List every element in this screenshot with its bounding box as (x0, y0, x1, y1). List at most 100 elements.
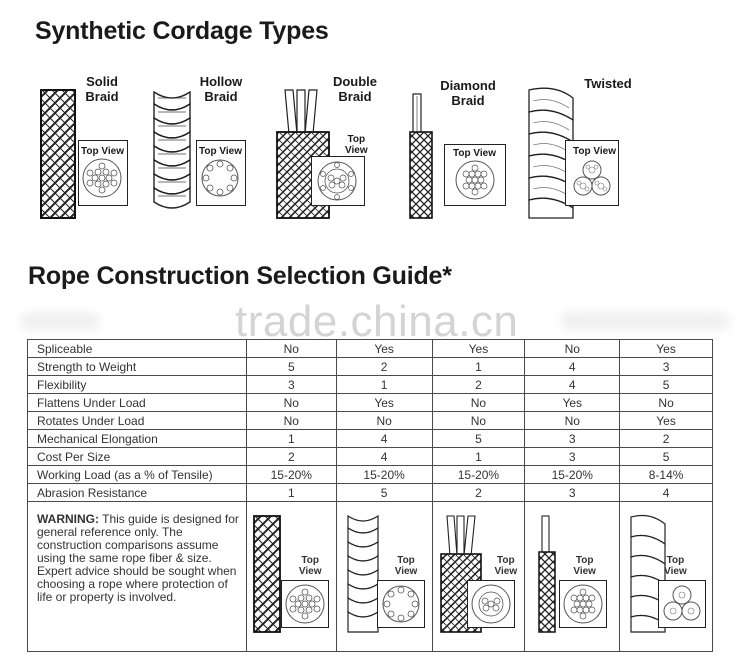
double-braid-cross-section-icon (317, 161, 357, 201)
table-cell: Yes (619, 339, 713, 358)
table-cell: 5 (619, 375, 713, 394)
warning-heading: WARNING: (37, 512, 99, 526)
diamond-braid-label: Diamond Braid (440, 78, 496, 108)
table-cell: 1 (431, 357, 526, 376)
twisted-figure: Twisted Top View (525, 72, 635, 222)
table-cell: Yes (431, 339, 526, 358)
row-label: Abrasion Resistance (27, 483, 247, 502)
hollow-braid-top-view-box: Top View (196, 140, 246, 206)
top-view-label: Top View (298, 555, 322, 577)
table-row: Working Load (as a % of Tensile)15-20%15… (27, 465, 713, 484)
diamond-braid-figure: Diamond Braid Top View (408, 72, 513, 222)
table-cell: 4 (524, 375, 621, 394)
diamond-braid-cross-section-icon (563, 584, 603, 624)
row-label: Spliceable (27, 339, 247, 358)
table-cell: No (431, 411, 526, 430)
table-cell: 5 (431, 429, 526, 448)
twisted-cross-section-icon (573, 160, 611, 196)
diamond-braid-rope-icon (538, 515, 557, 633)
table-cell: 2 (431, 375, 526, 394)
diamond-braid-illustration-cell: Top View (524, 501, 621, 652)
twisted-top-view-box (658, 580, 707, 628)
row-label: Rotates Under Load (27, 411, 247, 430)
table-cell: 2 (431, 483, 526, 502)
solid-braid-label: Solid Braid (85, 74, 119, 104)
table-cell: 1 (335, 375, 433, 394)
table-cell: 2 (335, 357, 433, 376)
table-cell: Yes (335, 339, 433, 358)
double-braid-figure: Double Braid Top View (275, 72, 385, 222)
table-cell: Yes (335, 393, 433, 412)
row-label: Mechanical Elongation (27, 429, 247, 448)
diamond-braid-top-view-box (559, 580, 608, 628)
table-cell: 15-20% (335, 465, 433, 484)
table-cell: 15-20% (431, 465, 526, 484)
watermark: trade.china.cn (235, 297, 519, 346)
table-cell: 2 (245, 447, 337, 466)
double-braid-top-view-box (311, 156, 365, 206)
hollow-braid-cross-section-icon (201, 159, 239, 197)
solid-braid-top-view-box: Top View (78, 140, 128, 206)
table-cell: 3 (619, 357, 713, 376)
table-cell: 3 (524, 429, 621, 448)
solid-braid-illustration-cell: Top View (245, 501, 337, 652)
table-cell: 3 (524, 483, 621, 502)
row-label: Strength to Weight (27, 357, 247, 376)
twisted-illustration-cell: Top View (619, 501, 713, 652)
table-cell: 3 (524, 447, 621, 466)
top-view-label: Top View (394, 555, 418, 577)
top-view-label: Top View (494, 555, 518, 577)
twisted-cross-section-icon (663, 585, 701, 621)
double-braid-cross-section-icon (471, 584, 511, 624)
cordage-types-title: Synthetic Cordage Types (35, 17, 329, 45)
diamond-braid-cross-section-icon (455, 160, 495, 200)
hollow-braid-illustration-cell: Top View (335, 501, 433, 652)
table-cell: 1 (245, 483, 337, 502)
table-cell: 3 (245, 375, 337, 394)
table-cell: 5 (245, 357, 337, 376)
table-cell: 5 (619, 447, 713, 466)
table-cell: No (619, 393, 713, 412)
diamond-braid-top-view-box: Top View (444, 144, 506, 206)
table-cell: No (524, 411, 621, 430)
hollow-braid-figure: Hollow Braid Top View (150, 72, 255, 222)
twisted-label: Twisted (584, 76, 632, 91)
table-cell: 4 (619, 483, 713, 502)
twisted-top-view-box: Top View (565, 140, 619, 206)
hollow-braid-rope-icon (347, 514, 379, 633)
solid-braid-cross-section-icon (82, 158, 122, 198)
table-cell: 5 (335, 483, 433, 502)
table-cell: Yes (619, 411, 713, 430)
table-cell: 15-20% (524, 465, 621, 484)
table-cell: 4 (524, 357, 621, 376)
diamond-braid-rope-icon (409, 93, 433, 219)
twisted-rope-icon (528, 87, 574, 219)
double-braid-top-view-label: Top View (345, 134, 368, 156)
hollow-braid-rope-icon (153, 90, 191, 209)
scan-artifact (560, 312, 730, 330)
solid-braid-top-view-box (280, 580, 329, 628)
table-cell: No (335, 411, 433, 430)
table-cell: No (245, 411, 337, 430)
top-view-label: Top View (573, 555, 596, 577)
table-cell: No (524, 339, 621, 358)
warning-cell: WARNING: This guide is designed for gene… (27, 501, 247, 652)
warning-text: This guide is designed for general refer… (37, 512, 239, 604)
row-label: Working Load (as a % of Tensile) (27, 465, 247, 484)
solid-braid-figure: Solid Braid Top View (40, 72, 135, 222)
hollow-braid-label: Hollow Braid (199, 74, 243, 104)
row-label: Flattens Under Load (27, 393, 247, 412)
solid-braid-cross-section-icon (285, 584, 325, 624)
table-cell: 4 (335, 447, 433, 466)
twisted-rope-icon (630, 514, 666, 633)
table-cell: No (245, 339, 337, 358)
table-cell: 8-14% (619, 465, 713, 484)
scan-artifact (20, 312, 100, 330)
table-cell: 15-20% (245, 465, 337, 484)
